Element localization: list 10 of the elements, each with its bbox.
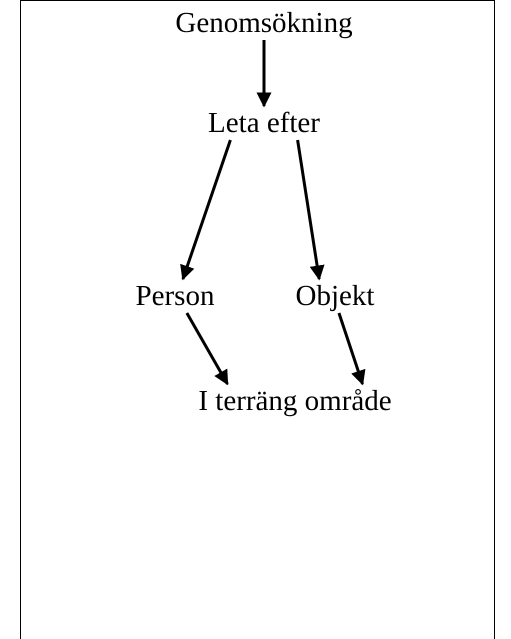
node-label: I terräng område (198, 385, 392, 417)
arrow (256, 40, 272, 108)
arrow (296, 140, 325, 280)
arrow (338, 312, 366, 386)
node-label: Genomsökning (175, 7, 353, 39)
arrow (186, 312, 229, 386)
node-label: Person (136, 280, 214, 312)
node-label: Leta efter (208, 107, 320, 139)
arrow (180, 140, 232, 280)
node-label: Objekt (296, 280, 374, 312)
